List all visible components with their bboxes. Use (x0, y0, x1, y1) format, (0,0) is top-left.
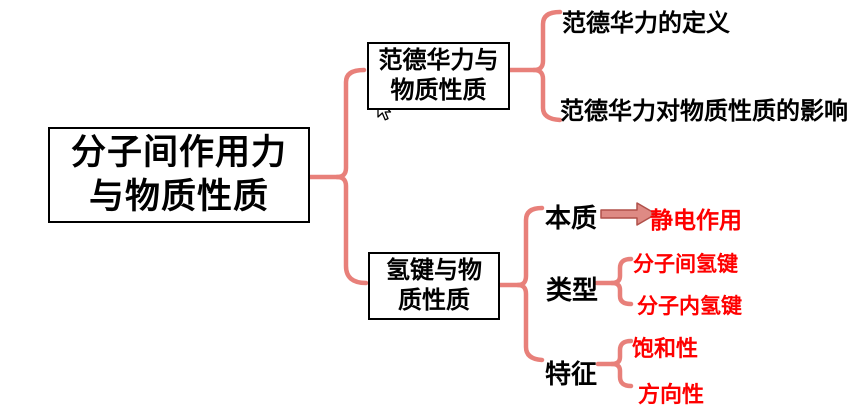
hbond-node-line2: 质性质 (398, 287, 470, 314)
vdw-node-line2: 物质性质 (390, 77, 487, 104)
intermolecular-hbond-label[interactable]: 分子间氢键 (633, 253, 738, 276)
feature-bracket (609, 338, 634, 389)
electrostatic-action-label[interactable]: 静电作用 (650, 207, 742, 233)
type-bracket (609, 256, 634, 307)
essence-label[interactable]: 本质 (545, 203, 598, 233)
vdw-node[interactable]: 范德华力与 物质性质 (367, 42, 510, 110)
block-arrow-icon (600, 202, 657, 226)
hbond-node-line1: 氢键与物 (386, 257, 482, 284)
root-node-line1: 分子间作用力 (70, 133, 287, 172)
saturation-label[interactable]: 饱和性 (632, 336, 699, 361)
vdw-brace (531, 9, 563, 123)
intramolecular-hbond-label[interactable]: 分子内氢键 (637, 295, 742, 318)
type-label[interactable]: 类型 (546, 275, 599, 305)
hbond-node[interactable]: 氢键与物 质性质 (368, 252, 500, 320)
root-node-line2: 与物质性质 (88, 177, 269, 216)
vdw-influence-label[interactable]: 范德华力对物质性质的影响 (560, 98, 848, 125)
root-brace (334, 67, 369, 286)
vdw-definition-label[interactable]: 范德华力的定义 (562, 10, 730, 37)
root-node[interactable]: 分子间作用力 与物质性质 (48, 127, 310, 223)
hbond-brace (515, 205, 545, 363)
vdw-node-line1: 范德华力与 (378, 47, 499, 74)
directionality-label[interactable]: 方向性 (638, 382, 705, 407)
feature-label[interactable]: 特征 (545, 359, 598, 389)
